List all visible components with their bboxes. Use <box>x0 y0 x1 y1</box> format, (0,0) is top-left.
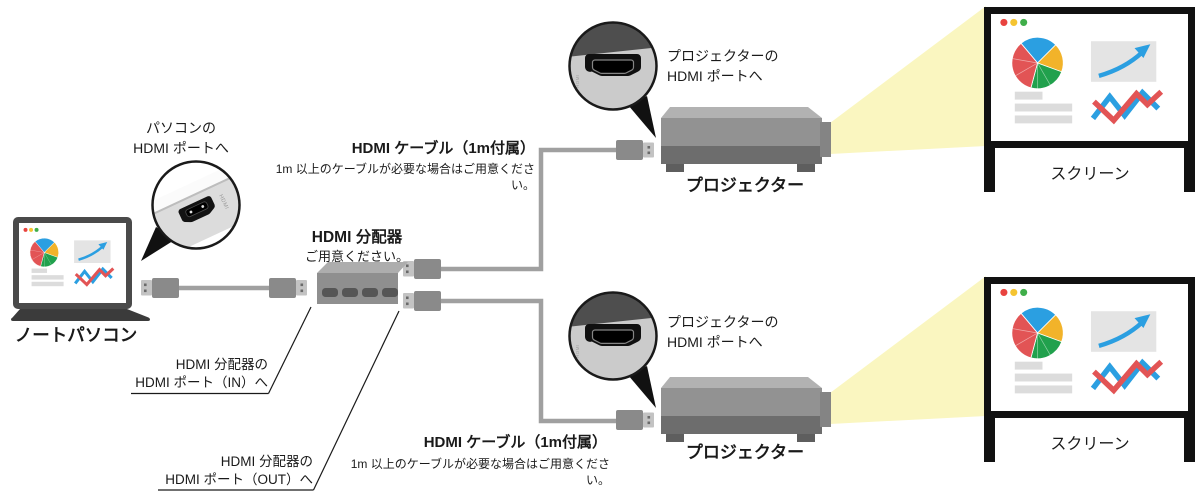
projector-bottom-label: プロジェクター <box>685 443 805 462</box>
callout-circle-outline <box>151 160 241 250</box>
cable-bottom-label: HDMI ケーブル（1m付属） <box>423 434 607 451</box>
laptop-port-callout: HDMI <box>141 160 241 261</box>
projector-bottom-port-callout-label: プロジェクターの HDMI ポートへ <box>667 314 779 350</box>
splitter-out-leader-label: HDMI 分配器の HDMI ポート（OUT）へ <box>165 454 313 487</box>
laptop-base <box>11 309 150 321</box>
hdmi-connector-splitter-out-top <box>403 259 441 279</box>
hdmi-port-graphic <box>178 196 215 223</box>
out-leader-diagonal <box>312 310 400 491</box>
splitter-port <box>382 288 398 297</box>
projector-top-port-callout-label: プロジェクターの HDMI ポートへ <box>667 48 779 84</box>
splitter-ports <box>322 288 398 297</box>
leader-lines <box>131 306 400 491</box>
laptop-illustration <box>11 217 150 321</box>
splitter-port <box>322 288 338 297</box>
splitter-port <box>342 288 358 297</box>
hdmi-connector-laptop-side <box>141 278 179 298</box>
splitter-top-face <box>317 262 408 273</box>
screen-bottom-label: スクリーン <box>1050 436 1130 453</box>
cable-top-note: 1m 以上のケーブルが必要な場合はご用意ください。 <box>275 162 535 192</box>
in-leader-diagonal <box>267 306 312 394</box>
splitter-label: HDMI 分配器 <box>311 229 403 246</box>
projector-top-label: プロジェクター <box>685 176 805 195</box>
splitter-box <box>317 262 408 304</box>
cable-bottom-note: 1m 以上のケーブルが必要な場合はご用意ください。 <box>350 457 610 487</box>
splitter-port <box>362 288 378 297</box>
splitter-note: ご用意ください。 <box>304 249 409 264</box>
cable-splitter-to-projector-bottom <box>441 298 617 424</box>
laptop-label: ノートパソコン <box>14 325 138 345</box>
hdmi-connector-splitter-out-bottom <box>403 291 441 311</box>
screen-top-label: スクリーン <box>1050 166 1130 183</box>
cable-splitter-to-projector-top <box>441 147 617 272</box>
cable-top-label: HDMI ケーブル（1m付属） <box>351 140 535 157</box>
hdmi-connector-splitter-in <box>269 278 307 298</box>
splitter-in-leader-label: HDMI 分配器の HDMI ポート（IN）へ <box>135 357 268 390</box>
laptop-port-callout-label: パソコンの HDMI ポートへ <box>133 120 229 156</box>
hdmi-connectors <box>141 259 441 311</box>
laptop-edge-top <box>153 162 239 221</box>
